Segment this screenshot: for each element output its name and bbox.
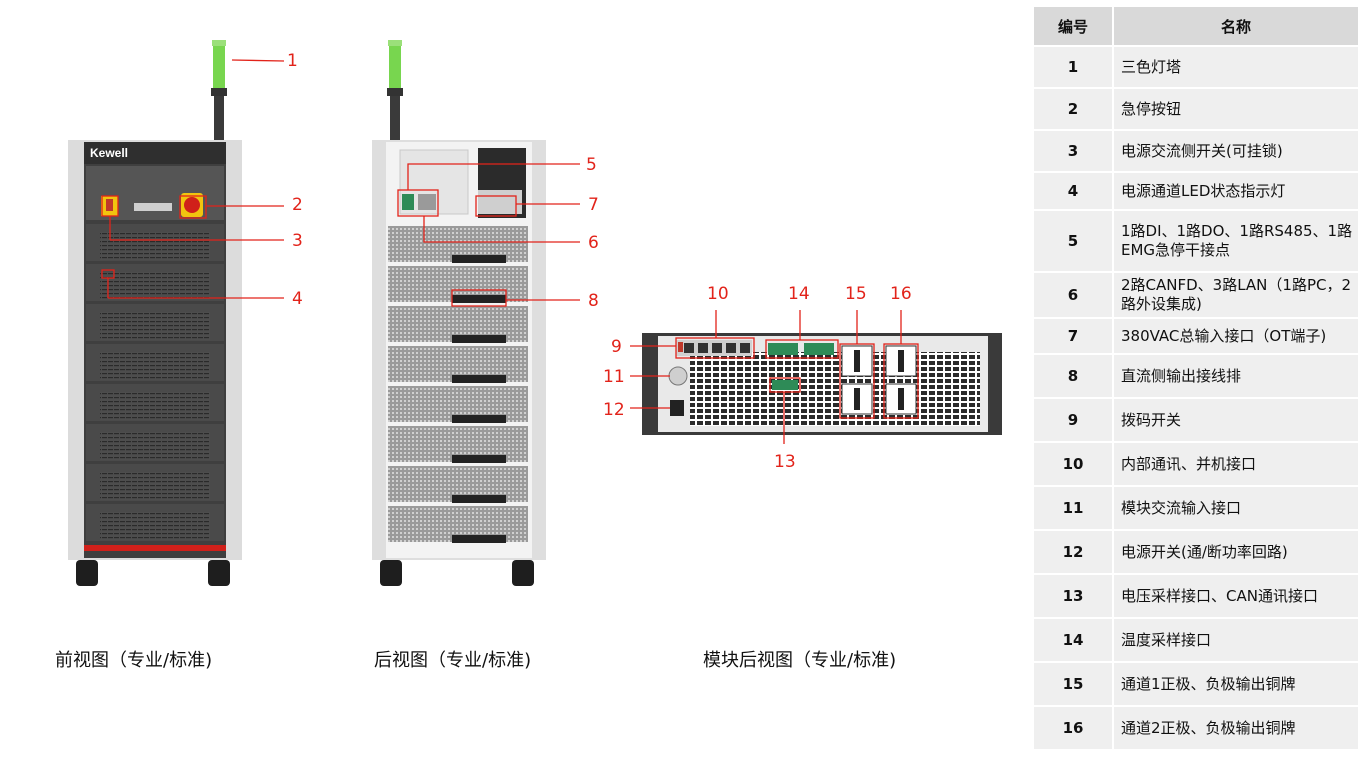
- row-name: 三色灯塔: [1113, 46, 1360, 89]
- row-name: 模块交流输入接口: [1113, 486, 1360, 531]
- row-number: 10: [1034, 442, 1114, 487]
- brand-logo: Kewell: [90, 146, 128, 160]
- row-name: 拨码开关: [1113, 398, 1360, 443]
- row-number: 8: [1034, 354, 1114, 399]
- row-name: 电压采样接口、CAN通讯接口: [1113, 574, 1360, 619]
- row-number: 4: [1034, 172, 1114, 211]
- callout-10: 10: [707, 284, 729, 304]
- row-name: 急停按钮: [1113, 88, 1360, 131]
- callout-11: 11: [603, 367, 625, 387]
- module-view-caption: 模块后视图（专业/标准): [703, 650, 897, 671]
- product-diagram: Kewell: [68, 40, 1002, 586]
- row-name: 电源交流侧开关(可挂锁): [1113, 130, 1360, 173]
- row-number: 13: [1034, 574, 1114, 619]
- callout-3: 3: [292, 231, 303, 251]
- callout-15: 15: [845, 284, 867, 304]
- row-number: 12: [1034, 530, 1114, 575]
- row-number: 15: [1034, 662, 1114, 707]
- row-name: 电源开关(通/断功率回路): [1113, 530, 1360, 575]
- table-header-row: 编号 名称: [1034, 7, 1360, 47]
- row-number: 14: [1034, 618, 1114, 663]
- rear-cabinet: [372, 40, 546, 586]
- front-view-caption: 前视图（专业/标准): [55, 650, 213, 671]
- callout-14: 14: [788, 284, 810, 304]
- row-name: 380VAC总输入接口（OT端子): [1113, 318, 1360, 355]
- row-number: 5: [1034, 210, 1114, 273]
- front-modules: [86, 224, 224, 541]
- callout-9: 9: [611, 337, 622, 357]
- callout-16: 16: [890, 284, 912, 304]
- callout-8: 8: [588, 291, 599, 311]
- row-number: 3: [1034, 130, 1114, 173]
- callout-1: 1: [287, 51, 298, 71]
- row-name: 通道1正极、负极输出铜牌: [1113, 662, 1360, 707]
- callout-5: 5: [586, 155, 597, 175]
- row-number: 11: [1034, 486, 1114, 531]
- row-number: 9: [1034, 398, 1114, 443]
- light-tower-green: [213, 42, 225, 92]
- row-name: 内部通讯、并机接口: [1113, 442, 1360, 487]
- module-rear: [642, 333, 1002, 435]
- row-number: 7: [1034, 318, 1114, 355]
- callout-12: 12: [603, 400, 625, 420]
- row-name: 1路DI、1路DO、1路RS485、1路EMG急停干接点: [1113, 210, 1360, 273]
- row-name: 电源通道LED状态指示灯: [1113, 172, 1360, 211]
- header-number: 编号: [1034, 7, 1114, 47]
- callout-6: 6: [588, 233, 599, 253]
- row-name: 2路CANFD、3路LAN（1路PC，2路外设集成): [1113, 272, 1360, 319]
- callouts: [101, 59, 919, 444]
- callout-numbers: 1 2 3 4 5 6 7 8 9 10 11 12 13 14 15 16: [287, 51, 912, 472]
- callout-13: 13: [774, 452, 796, 472]
- row-name: 通道2正极、负极输出铜牌: [1113, 706, 1360, 751]
- row-number: 2: [1034, 88, 1114, 131]
- callout-2: 2: [292, 195, 303, 215]
- row-number: 1: [1034, 46, 1114, 89]
- callout-7: 7: [588, 195, 599, 215]
- rear-view-caption: 后视图（专业/标准): [374, 650, 532, 671]
- row-name: 温度采样接口: [1113, 618, 1360, 663]
- row-number: 6: [1034, 272, 1114, 319]
- front-cabinet: Kewell: [68, 40, 242, 586]
- rear-modules: [388, 226, 528, 543]
- front-red-strip: [84, 545, 226, 551]
- row-name: 直流侧输出接线排: [1113, 354, 1360, 399]
- row-number: 16: [1034, 706, 1114, 751]
- light-tower-pole: [214, 96, 224, 140]
- callout-4: 4: [292, 289, 303, 309]
- header-name: 名称: [1113, 7, 1360, 47]
